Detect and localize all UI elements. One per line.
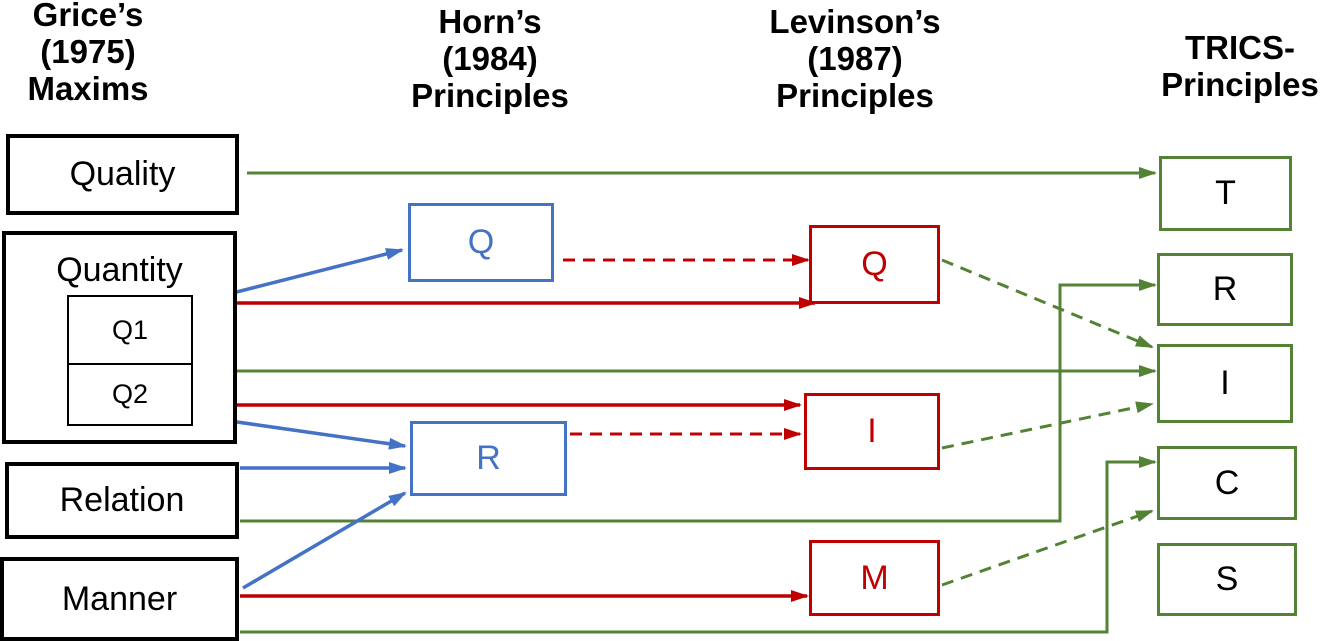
trics-r-principle: R [1157, 253, 1293, 326]
levinson-header-line-2: (1987) [807, 40, 903, 77]
trics-c-label: C [1214, 463, 1240, 502]
horn-header-line-1: Horn’s [438, 3, 542, 40]
submaxim-q1-label: Q1 [111, 314, 149, 345]
trics-r-label: R [1212, 270, 1238, 308]
levinson-header-line-3: Principles [776, 77, 934, 114]
trics-header-line-2: Principles [1161, 66, 1319, 103]
arrow-relation-to-r [240, 279, 1157, 523]
levinson-header-line-1: Levinson’s [769, 3, 941, 40]
horn-q-principle: Q [408, 203, 554, 282]
grice-header-line-1: Grice’s [32, 0, 144, 33]
grice-header-line-2: (1975) [40, 33, 136, 70]
submaxim-q2-label: Q2 [111, 379, 149, 409]
trics-s-label: S [1215, 560, 1239, 598]
horn-r-principle: R [410, 421, 567, 496]
submaxim-q2: Q2 [67, 363, 193, 426]
trics-t-principle: T [1159, 156, 1292, 231]
maxim-relation: Relation [5, 462, 239, 539]
submaxim-q1: Q1 [67, 295, 193, 365]
trics-t-label: T [1215, 174, 1236, 212]
levinson-q-label: Q [861, 245, 888, 283]
levinson-i-label: I [867, 412, 877, 450]
arrow-manner-to-c [240, 456, 1157, 634]
levinson-m-principle: M [809, 540, 940, 616]
levinson-i-principle: I [804, 393, 940, 470]
trics-s-principle: S [1157, 543, 1297, 616]
horn-header: Horn’s (1984) Principles [380, 3, 600, 114]
maxim-relation-label: Relation [59, 481, 185, 519]
maxim-manner-label: Manner [61, 579, 178, 618]
horn-q-label: Q [467, 223, 495, 261]
grice-header: Grice’s (1975) Maxims [8, 0, 168, 107]
horn-header-line-2: (1984) [442, 40, 538, 77]
arrow-manner-to-horn-r [242, 491, 407, 590]
trics-c-principle: C [1157, 446, 1297, 520]
maxim-quality-label: Quality [69, 155, 176, 193]
grice-header-line-3: Maxims [27, 70, 149, 107]
horn-header-line-3: Principles [411, 77, 569, 114]
levinson-m-label: M [860, 558, 889, 597]
horn-r-label: R [476, 439, 501, 477]
maxim-quality: Quality [6, 134, 239, 215]
levinson-header: Levinson’s (1987) Principles [740, 3, 970, 114]
trics-i-principle: I [1157, 344, 1293, 423]
arrow-lev-i-to-i [941, 401, 1154, 450]
trics-header-line-1: TRICS- [1185, 29, 1295, 66]
maxim-quantity-label: Quantity [56, 251, 183, 289]
arrow-lev-q-to-i [941, 258, 1154, 349]
trics-header: TRICS- Principles [1140, 29, 1335, 103]
levinson-q-principle: Q [809, 225, 940, 304]
maxim-manner: Manner [0, 557, 239, 641]
arrow-lev-m-to-c [941, 509, 1154, 587]
trics-i-label: I [1220, 364, 1230, 402]
